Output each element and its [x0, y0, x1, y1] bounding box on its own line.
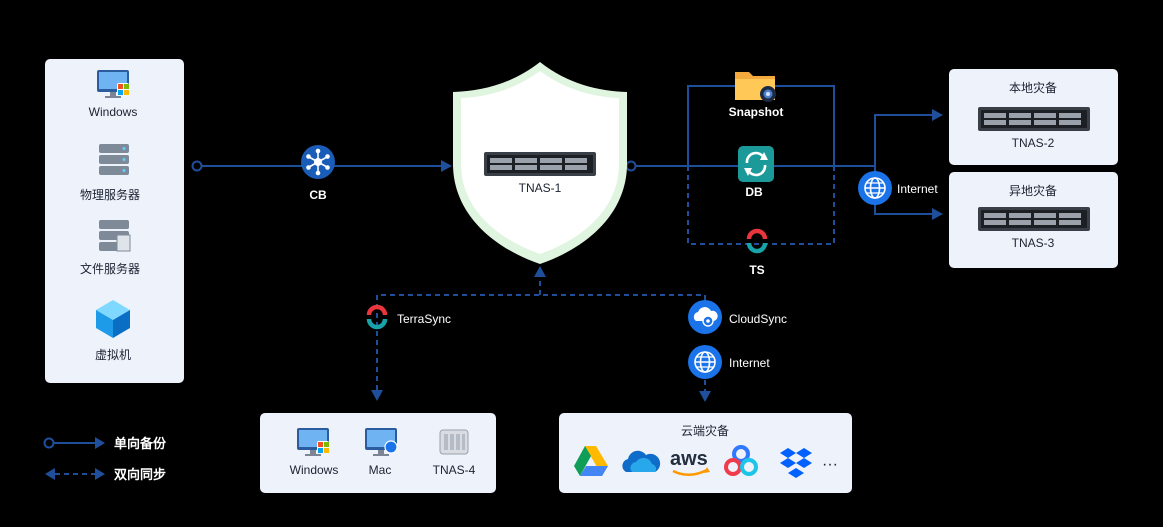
local-dr-title: 本地灾备 — [1009, 80, 1057, 95]
sync-mac-label: Mac — [369, 463, 392, 477]
more-icon: ··· — [822, 456, 838, 473]
cb-hub-icon — [301, 145, 335, 179]
mac-icon — [365, 428, 398, 456]
nas-icon — [439, 429, 469, 455]
legend-two-way: 双向同步 — [114, 467, 166, 482]
legend-one-way: 单向备份 — [114, 436, 167, 451]
folder-camera-icon — [735, 72, 776, 102]
local-dr-panel: 本地灾备 TNAS-2 — [949, 69, 1118, 165]
source-physical-server-label: 物理服务器 — [80, 187, 140, 202]
aws-text: aws — [670, 448, 708, 470]
cloud-panel: 云端灾备 aws ··· — [559, 413, 852, 493]
windows-pc-icon — [297, 428, 329, 456]
source-vm-label: 虚拟机 — [95, 348, 131, 362]
onedrive-icon — [622, 450, 661, 472]
ts-label: TS — [749, 263, 764, 277]
nas-icon — [978, 107, 1090, 131]
nas-icon — [484, 152, 596, 176]
legend: 单向备份 双向同步 — [43, 436, 167, 482]
server-icon — [99, 144, 129, 175]
internet2-label: Internet — [729, 356, 770, 370]
sync-tnas4-label: TNAS-4 — [433, 463, 476, 477]
sync-windows-label: Windows — [290, 463, 339, 477]
terrasync-label: TerraSync — [397, 312, 451, 326]
db-sync-icon — [738, 146, 774, 182]
cloud-sync-icon — [688, 300, 722, 334]
cloud-title: 云端灾备 — [681, 423, 729, 438]
remote-dr-panel: 异地灾备 TNAS-3 — [949, 172, 1118, 268]
source-file-server-label: 文件服务器 — [80, 261, 140, 276]
source-windows-label: Windows — [89, 105, 138, 119]
baidu-cloud-icon — [724, 445, 758, 476]
ts-link-icon — [749, 231, 765, 251]
nas-icon — [978, 207, 1090, 231]
sync-targets-panel: Windows Mac TNAS-4 — [260, 413, 496, 493]
cb-label: CB — [309, 188, 327, 202]
cloudsync-label: CloudSync — [729, 312, 787, 326]
internet-label: Internet — [897, 182, 938, 196]
tnas1-label: TNAS-1 — [519, 181, 562, 195]
file-server-icon — [99, 220, 131, 252]
source-panel: Windows 物理服务器 文件服务器 虚拟机 — [45, 59, 184, 383]
globe-icon — [687, 344, 723, 380]
tnas2-label: TNAS-2 — [1012, 136, 1055, 150]
globe-icon — [857, 170, 893, 206]
cube-icon — [96, 300, 130, 338]
remote-dr-title: 异地灾备 — [1009, 183, 1057, 198]
google-drive-icon — [574, 446, 608, 476]
aws-logo: aws — [670, 448, 710, 476]
windows-pc-icon — [97, 70, 129, 98]
snapshot-label: Snapshot — [729, 105, 784, 119]
tnas3-label: TNAS-3 — [1012, 236, 1055, 250]
db-label: DB — [745, 185, 763, 199]
dropbox-icon — [780, 448, 812, 478]
